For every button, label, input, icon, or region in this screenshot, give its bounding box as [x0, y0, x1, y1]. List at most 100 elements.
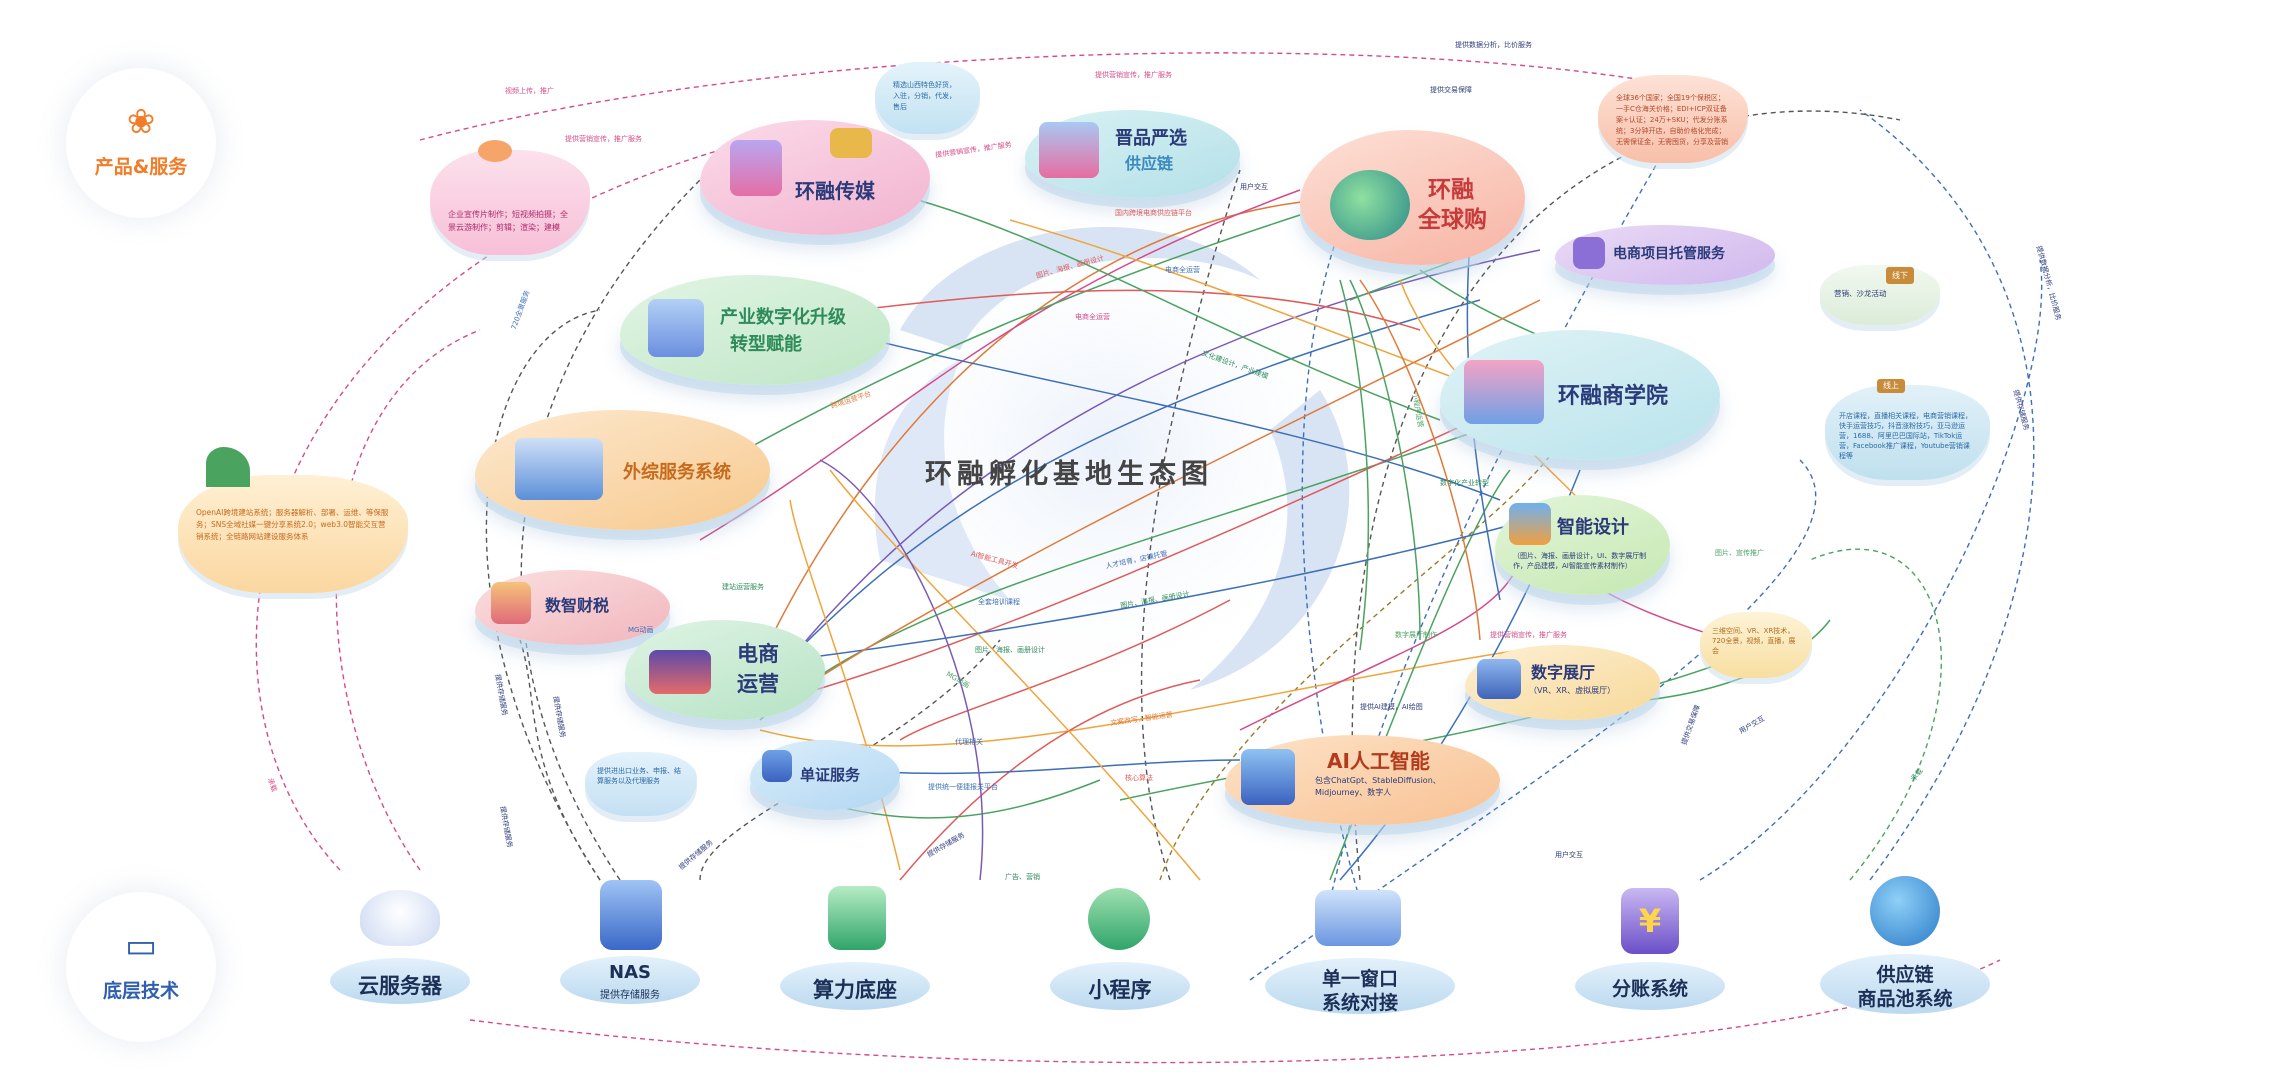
base-name: 算力底座: [813, 978, 897, 1002]
island-digital-tax[interactable]: 数智财税: [475, 570, 670, 645]
edge-label: 用户交互: [1555, 851, 1583, 859]
island-subtitle: 包含ChatGpt、StableDiffusion、Midjourney、数字人: [1315, 776, 1441, 797]
base-name: NAS: [609, 962, 651, 983]
edge-label: MG动画: [628, 626, 654, 634]
island-name: 环融传媒: [795, 179, 875, 203]
note-text: 开店课程，直播相关课程，电商营销课程，快手运营技巧，抖音涨粉技巧，亚马逊运营，1…: [1839, 412, 1972, 460]
note-supply: 精选山西特色好货，入驻，分销，代发，售后: [875, 62, 980, 134]
edge-label: 视频上传，推广: [505, 87, 554, 95]
island-name-line1: 产业数字化升级: [720, 307, 846, 328]
edge-label: 电商全运营: [1075, 313, 1110, 321]
diagram-title: 环融孵化基地生态图: [925, 459, 1213, 490]
edge-label: 提供营销宣传，推广服务: [565, 135, 642, 143]
robot-icon: [1241, 749, 1295, 805]
tag-online: 线上: [1877, 379, 1905, 393]
nav-products-services[interactable]: ❀ 产品&服务: [66, 68, 216, 218]
island-name: 单证服务: [800, 766, 861, 784]
base-name-line1: 供应链: [1876, 964, 1934, 986]
island-outsource-system[interactable]: 外综服务系统: [475, 410, 770, 530]
island-name-line1: 晋品严选: [1115, 128, 1187, 149]
note-media: 企业宣传片制作；短视频拍摄；全景云游制作；剪辑；渲染；建模: [430, 140, 590, 255]
edge-label: 图片、海报、画册设计: [975, 646, 1045, 654]
island-name-line2: 转型赋能: [730, 334, 802, 355]
base-compute-foundation[interactable]: 算力底座: [770, 880, 940, 1025]
server-rack-icon: [600, 880, 662, 950]
note-outsource: OpenAI跨境建站系统；服务器解析、部署、运维、等保服务；SNS全域社媒一键分…: [178, 447, 408, 593]
note-text: 营销、沙龙活动: [1834, 289, 1887, 298]
yen-icon: ¥: [1621, 888, 1679, 954]
ecom-dashboard-illustration: [649, 650, 711, 694]
island-subtitle: （VR、XR、虚拟展厅）: [1529, 686, 1616, 695]
base-pedestal: [1820, 954, 1990, 1014]
note-offline: 线下 营销、沙龙活动: [1820, 265, 1940, 325]
island-name: 数智财税: [545, 596, 610, 615]
island-supply-chain[interactable]: 晋品严选 供应链: [1025, 110, 1240, 198]
island-name-line2: 供应链: [1125, 154, 1174, 173]
monitor-code-icon: ▭: [124, 926, 158, 966]
edge-label: 核心算法: [1125, 774, 1153, 782]
base-mini-program[interactable]: 小程序: [1040, 880, 1200, 1025]
base-single-window[interactable]: 单一窗口 系统对接: [1255, 880, 1465, 1030]
edge-label: 电商全运营: [1165, 266, 1200, 274]
nav-tech-label: 底层技术: [102, 980, 179, 1002]
island-ecom-operation[interactable]: 电商 运营: [625, 620, 825, 720]
academy-illustration: [1464, 360, 1544, 424]
vr-display-icon: [1477, 659, 1521, 699]
edge-label: 提供AI建模，AI绘图: [1360, 703, 1423, 711]
nav-underlying-tech[interactable]: ▭ 底层技术: [66, 892, 216, 1042]
base-name-line2: 系统对接: [1321, 992, 1398, 1014]
note-text: 全球36个国家；全国19个保税区；一手C仓海关价格；EDI+ICP双证备案+认证…: [1616, 94, 1728, 146]
edge-label: 代理相关: [955, 738, 983, 746]
island-subtitle: （图片、海报、画册设计，UI、数字展厅制作，产品建模，AI智能宣传素材制作）: [1513, 552, 1647, 570]
island-digital-hall[interactable]: 数字展厅 （VR、XR、虚拟展厅）: [1465, 645, 1660, 720]
island-business-academy[interactable]: 环融商学院: [1440, 330, 1720, 460]
island-name: 电商项目托管服务: [1613, 246, 1725, 262]
tag-offline: 线下: [1886, 267, 1914, 284]
edge-label: 数字展厅制作: [1395, 631, 1437, 639]
edge-label: 全套培训课程: [978, 598, 1020, 606]
base-name: 云服务器: [358, 974, 442, 998]
island-global-shopping[interactable]: 环融 全球购: [1300, 130, 1525, 265]
industry-illustration: [648, 299, 704, 357]
base-pedestal: [1265, 958, 1455, 1014]
base-cloud-server[interactable]: 云服务器: [320, 880, 480, 1020]
shop-illustration: [1039, 122, 1099, 178]
note-hall: 三维空间、VR、XR技术，720全景，视频，直播，展会: [1700, 612, 1812, 678]
island-digital-upgrade[interactable]: 产业数字化升级 转型赋能: [620, 275, 890, 385]
edge-label: 图片、宣传推广: [1715, 549, 1764, 557]
edge-label: 数字化产业转型: [1440, 479, 1489, 487]
note-text: OpenAI跨境建站系统；服务器解析、部署、运维、等保服务；SNS全域社媒一键分…: [196, 508, 389, 541]
base-name-line1: 单一窗口: [1321, 968, 1398, 990]
nav-products-label: 产品&服务: [94, 156, 188, 178]
island-ecom-hosting[interactable]: 电商项目托管服务: [1555, 225, 1775, 285]
island-huanrong-media[interactable]: 环融传媒: [700, 120, 930, 235]
base-split-account[interactable]: ¥ 分账系统: [1565, 880, 1735, 1025]
island-ai[interactable]: AI人工智能 包含ChatGpt、StableDiffusion、Midjour…: [1225, 735, 1500, 825]
base-pedestal: [560, 956, 700, 1004]
base-pedestal: [330, 958, 470, 1004]
globe-illustration: [1330, 170, 1410, 240]
island-voucher-service[interactable]: 单证服务: [750, 740, 900, 810]
island-name-line2: 运营: [737, 672, 779, 696]
note-text: 提供进出口业务、申报、结算服务以及代理服务: [597, 767, 681, 785]
island-smart-design[interactable]: 智能设计 （图片、海报、画册设计，UI、数字展厅制作，产品建模，AI智能宣传素材…: [1495, 495, 1670, 595]
base-nas[interactable]: NAS 提供存储服务: [550, 870, 710, 1020]
media-illustration: [730, 140, 782, 196]
base-name: 小程序: [1088, 978, 1152, 1002]
note-academy: 线上 开店课程，直播相关课程，电商营销课程，快手运营技巧，抖音涨粉技巧，亚马逊运…: [1825, 379, 1990, 480]
base-pedestal: [780, 962, 930, 1010]
design-icon: [1509, 503, 1551, 545]
product-pool-icon: [1870, 876, 1940, 946]
island-name-line1: 电商: [737, 642, 779, 666]
palm-tree-icon: [206, 447, 250, 487]
cloud-icon: [360, 890, 440, 946]
island-name: 智能设计: [1557, 517, 1629, 538]
laptop-icon: [1573, 237, 1605, 269]
compute-chip-icon: [828, 886, 886, 950]
note-voucher: 提供进出口业务、申报、结算服务以及代理服务: [585, 752, 697, 816]
base-product-pool[interactable]: 供应链 商品池系统: [1810, 870, 2000, 1030]
edge-label: 提供交易保障: [1430, 86, 1472, 94]
office-illustration: [515, 438, 603, 500]
edge-label: 提供营销宣传，推广服务: [1095, 71, 1172, 79]
